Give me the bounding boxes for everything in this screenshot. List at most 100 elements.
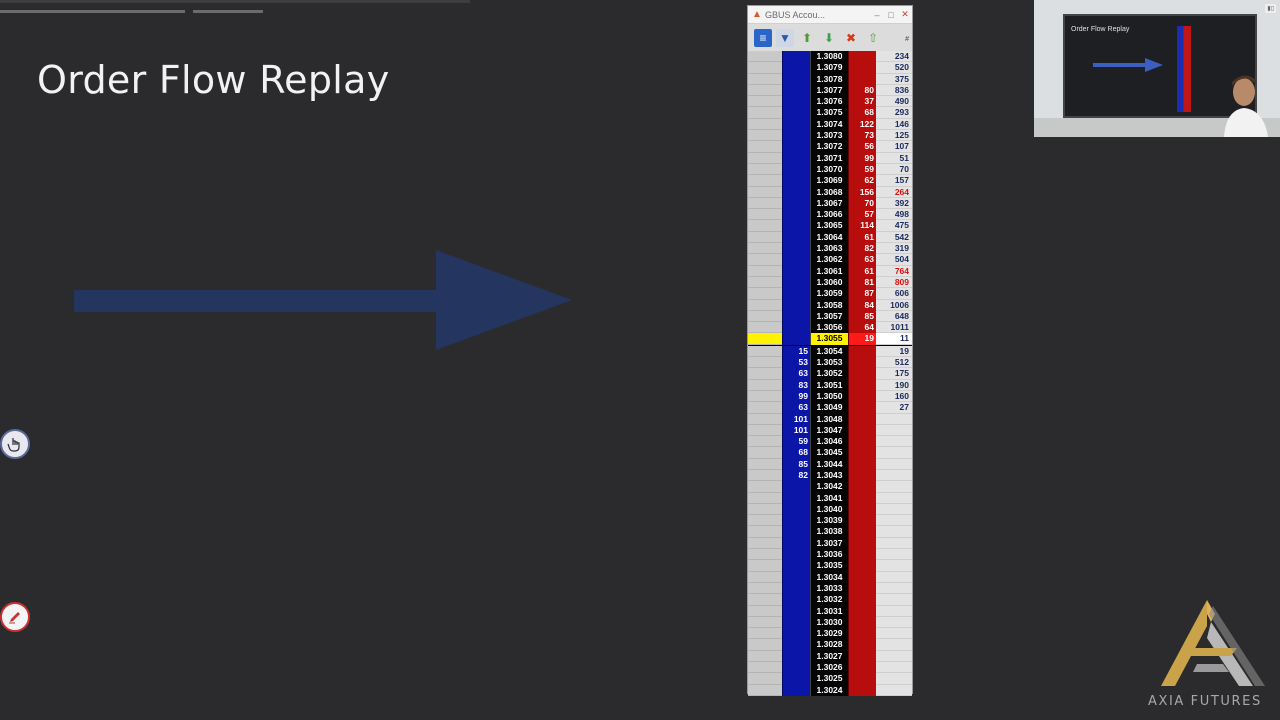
ladder-icon[interactable]: ≡	[754, 28, 772, 47]
order-entry-cell[interactable]	[748, 310, 782, 323]
order-entry-cell[interactable]	[748, 175, 782, 187]
order-entry-cell[interactable]	[748, 447, 782, 459]
order-entry-cell[interactable]	[748, 130, 782, 142]
bid-size-cell[interactable]	[782, 84, 810, 97]
ladder-row[interactable]: 1.3027	[748, 650, 912, 663]
order-entry-cell[interactable]	[748, 469, 782, 482]
bid-size-cell[interactable]: 63	[782, 368, 810, 380]
ask-size-cell[interactable]	[848, 560, 876, 572]
order-entry-cell[interactable]	[748, 390, 782, 403]
ask-size-cell[interactable]: 114	[848, 220, 876, 232]
order-entry-cell[interactable]	[748, 560, 782, 572]
order-entry-cell[interactable]	[748, 62, 782, 74]
order-entry-cell[interactable]	[748, 368, 782, 380]
order-entry-cell[interactable]	[748, 662, 782, 674]
ask-size-cell[interactable]: 73	[848, 130, 876, 142]
ask-size-cell[interactable]: 62	[848, 175, 876, 187]
bid-size-cell[interactable]: 101	[782, 424, 810, 437]
bid-size-cell[interactable]	[782, 560, 810, 572]
order-entry-cell[interactable]	[748, 684, 782, 696]
ladder-row[interactable]: 1.3034	[748, 571, 912, 583]
ladder-row[interactable]: 1.3032	[748, 594, 912, 606]
ask-size-cell[interactable]	[848, 616, 876, 629]
ladder-row[interactable]: 1.3030	[748, 616, 912, 629]
bid-size-cell[interactable]: 59	[782, 436, 810, 448]
bid-size-cell[interactable]	[782, 322, 810, 334]
order-entry-cell[interactable]	[748, 650, 782, 663]
bid-size-cell[interactable]	[782, 118, 810, 131]
bid-size-cell[interactable]	[782, 605, 810, 617]
bid-size-cell[interactable]	[782, 662, 810, 674]
bid-size-cell[interactable]	[782, 163, 810, 176]
order-entry-cell[interactable]	[748, 186, 782, 198]
order-entry-cell[interactable]	[748, 357, 782, 369]
clear-orders-icon[interactable]: ✖	[845, 30, 857, 45]
bid-size-cell[interactable]	[782, 197, 810, 210]
minimize-icon[interactable]: –	[874, 9, 880, 20]
bid-size-cell[interactable]	[782, 62, 810, 74]
bid-size-cell[interactable]	[782, 152, 810, 164]
bid-size-cell[interactable]	[782, 616, 810, 629]
bid-size-cell[interactable]	[782, 549, 810, 561]
order-entry-cell[interactable]	[748, 265, 782, 277]
ask-size-cell[interactable]	[848, 436, 876, 448]
order-entry-cell[interactable]	[748, 243, 782, 255]
bid-size-cell[interactable]	[782, 299, 810, 311]
ladder-row[interactable]: 1.3036	[748, 549, 912, 561]
ask-size-cell[interactable]	[848, 357, 876, 369]
ask-size-cell[interactable]	[848, 390, 876, 403]
bid-size-cell[interactable]	[782, 310, 810, 323]
order-entry-cell[interactable]	[748, 288, 782, 300]
order-entry-cell[interactable]	[748, 571, 782, 583]
bid-size-cell[interactable]: 85	[782, 458, 810, 470]
hand-pointer-tool[interactable]	[0, 429, 30, 459]
ask-size-cell[interactable]	[848, 594, 876, 606]
order-entry-cell[interactable]	[748, 402, 782, 414]
bid-size-cell[interactable]: 53	[782, 357, 810, 369]
ask-size-cell[interactable]	[848, 650, 876, 663]
ask-size-cell[interactable]: 81	[848, 276, 876, 289]
bid-size-cell[interactable]	[782, 673, 810, 685]
order-entry-cell[interactable]	[748, 84, 782, 97]
ladder-row[interactable]: 1.3028	[748, 639, 912, 651]
ask-size-cell[interactable]	[848, 413, 876, 425]
order-entry-cell[interactable]	[748, 118, 782, 131]
bid-size-cell[interactable]	[782, 73, 810, 85]
dom-titlebar[interactable]: ▲ GBUS Accou... – □ ✕	[748, 6, 912, 24]
ladder-row[interactable]: 1.3024	[748, 684, 912, 696]
ask-size-cell[interactable]	[848, 662, 876, 674]
bid-size-cell[interactable]	[782, 526, 810, 538]
ask-size-cell[interactable]	[848, 549, 876, 561]
bid-size-cell[interactable]	[782, 265, 810, 277]
order-entry-cell[interactable]	[748, 197, 782, 210]
ask-size-cell[interactable]	[848, 402, 876, 414]
ladder-row[interactable]: 1.3031	[748, 605, 912, 617]
order-entry-cell[interactable]	[748, 413, 782, 425]
bid-size-cell[interactable]	[782, 492, 810, 504]
ask-size-cell[interactable]: 99	[848, 152, 876, 164]
order-entry-cell[interactable]	[748, 107, 782, 119]
order-entry-cell[interactable]	[748, 163, 782, 176]
order-entry-cell[interactable]	[748, 152, 782, 164]
ask-size-cell[interactable]	[848, 73, 876, 85]
bid-size-cell[interactable]	[782, 107, 810, 119]
close-icon[interactable]: ✕	[901, 9, 909, 19]
ask-size-cell[interactable]	[848, 515, 876, 527]
bid-size-cell[interactable]	[782, 175, 810, 187]
order-entry-cell[interactable]	[748, 594, 782, 606]
order-entry-cell[interactable]	[748, 549, 782, 561]
ask-size-cell[interactable]: 82	[848, 243, 876, 255]
